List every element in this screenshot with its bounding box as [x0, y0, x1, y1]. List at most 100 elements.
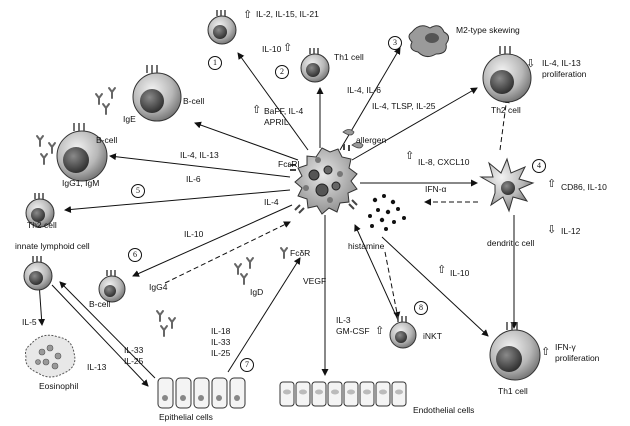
- arrow-to-b-cell-left: [109, 153, 291, 178]
- label-il10-right: IL-10: [450, 268, 470, 278]
- cell-th2-right: [482, 46, 532, 103]
- arrow-epithelial-to-ilc: [59, 281, 156, 379]
- cell-th1-bottom: [489, 322, 541, 381]
- label-igg4: IgG4: [149, 282, 168, 292]
- label-il4-il13: IL-4, IL-13: [542, 58, 581, 68]
- down-arrow-icon: ⇩: [547, 223, 557, 236]
- label-th1-cell-bottom: Th1 cell: [498, 386, 528, 396]
- basophil-body: [294, 147, 358, 215]
- dashed-histamine-to-inkt: [384, 251, 401, 319]
- label-il10-th1: IL-10: [262, 44, 282, 54]
- cell-th2-left: [25, 193, 55, 228]
- label-b-cell-top: B-cell: [183, 96, 205, 106]
- label-april: APRIL: [264, 117, 289, 127]
- label-dendritic-cell: dendritic cell: [487, 238, 535, 248]
- cell-inkt: [389, 316, 417, 349]
- arrow-il3-to-basophil: [354, 224, 399, 321]
- up-arrow-icon: ⇧: [437, 263, 447, 276]
- label-il5: IL-5: [22, 317, 37, 327]
- cell-b-top: [207, 10, 237, 45]
- label-il4-il13-left: IL-4, IL-13: [180, 150, 219, 160]
- label-il2-il15-il21: IL-2, IL-15, IL-21: [256, 9, 319, 19]
- arrow-to-b-cell-top-left: [194, 121, 299, 161]
- arrow-ilc-to-epithelial: [51, 284, 149, 387]
- cell-m2-macrophage: [408, 25, 450, 58]
- label-il18: IL-18: [211, 326, 231, 336]
- cell-eosinophil: [25, 334, 76, 378]
- cell-b-left: [56, 123, 108, 182]
- label-il13: IL-13: [87, 362, 107, 372]
- up-arrow-icon: ⇧: [375, 324, 385, 337]
- label-ifn-alpha: IFN-α: [425, 184, 447, 194]
- step-number-4: 4: [532, 159, 546, 173]
- dashed-arrows: [164, 96, 510, 319]
- label-il4-tslp-il25: IL-4, TLSP, IL-25: [372, 101, 436, 111]
- label-proliferation-right: proliferation: [542, 69, 587, 79]
- label-allergen: allergen: [356, 135, 387, 145]
- label-th2-cell-right: Th2 cell: [491, 105, 521, 115]
- label-eosinophil: Eosinophil: [39, 381, 79, 391]
- step-number-8: 8: [414, 301, 428, 315]
- step-number-5: 5: [131, 184, 145, 198]
- antibodies: [36, 87, 288, 337]
- label-ige: IgE: [123, 114, 136, 124]
- label-igd: IgD: [250, 287, 264, 297]
- dashed-igg4-to-basophil: [164, 221, 291, 284]
- label-il33-b: IL-33: [124, 345, 144, 355]
- step-number-2: 2: [275, 65, 289, 79]
- step-number-7: 7: [240, 358, 254, 372]
- up-arrow-icon: ⇧: [541, 345, 551, 358]
- label-histamine: histamine: [348, 241, 385, 251]
- label-th1-cell-top: Th1 cell: [334, 52, 364, 62]
- label-il33-a: IL-33: [211, 337, 231, 347]
- up-arrow-icon: ⇧: [547, 177, 557, 190]
- up-arrow-icon: ⇧: [283, 41, 293, 54]
- step-number-1: 1: [208, 56, 222, 70]
- label-fcdr: FcδR: [290, 248, 311, 258]
- histamine-granules: [368, 194, 406, 231]
- label-b-cell-mid: B-cell: [89, 299, 111, 309]
- arrow-to-b-cell-top: [237, 52, 309, 151]
- basophil-central: [290, 129, 364, 215]
- label-il6: IL-6: [186, 174, 201, 184]
- label-m2-skewing: M2-type skewing: [456, 25, 520, 35]
- endothelial-layer: [279, 381, 407, 407]
- up-arrow-icon: ⇧: [243, 8, 253, 21]
- label-endothelial-cells: Endothelial cells: [413, 405, 475, 415]
- label-ifn-gamma: IFN-γ: [555, 342, 576, 352]
- cell-b-left-top: [132, 65, 182, 122]
- cell-th1-top: [300, 48, 330, 83]
- label-il8-cxcl10: IL-8, CXCL10: [418, 157, 470, 167]
- step-number-3: 3: [388, 36, 402, 50]
- arrow-epithelial-to-basophil: [227, 257, 301, 373]
- cell-innate-lymphoid: [23, 256, 53, 291]
- label-epithelial-cells: Epithelial cells: [159, 412, 213, 422]
- label-il4-il6: IL-4, IL-6: [347, 85, 382, 95]
- label-innate-lymphoid-cell: innate lymphoid cell: [15, 241, 90, 251]
- label-il10-mid: IL-10: [184, 229, 204, 239]
- label-th2-cell-left: Th2 cell: [27, 220, 57, 230]
- label-il12: IL-12: [561, 226, 581, 236]
- epithelial-layer: [157, 377, 246, 409]
- label-b-cell-left: B-cell: [96, 135, 118, 145]
- label-il25-b: IL-25: [124, 356, 144, 366]
- label-inkt: iNKT: [423, 331, 442, 341]
- arrow-to-th2-right: [351, 87, 478, 161]
- dashed-dc-to-th2: [499, 96, 510, 151]
- arrow-to-th2-left: [64, 189, 291, 213]
- label-il25-a: IL-25: [211, 348, 231, 358]
- up-arrow-icon: ⇧: [405, 149, 415, 162]
- cell-dendritic: [479, 157, 535, 213]
- cell-b-mid: [98, 270, 126, 303]
- label-vegf: VEGF: [303, 276, 327, 286]
- label-il4-center: IL-4: [264, 197, 279, 207]
- up-arrow-icon: ⇧: [252, 103, 262, 116]
- label-cd86-il10: CD86, IL-10: [561, 182, 607, 192]
- label-baff-il4: BaFF, IL-4: [264, 106, 304, 116]
- label-fceri: FcεRI: [278, 159, 300, 169]
- step-number-6: 6: [128, 248, 142, 262]
- down-arrow-icon: ⇩: [526, 57, 536, 70]
- label-igg1-igm: IgG1, IgM: [62, 178, 100, 188]
